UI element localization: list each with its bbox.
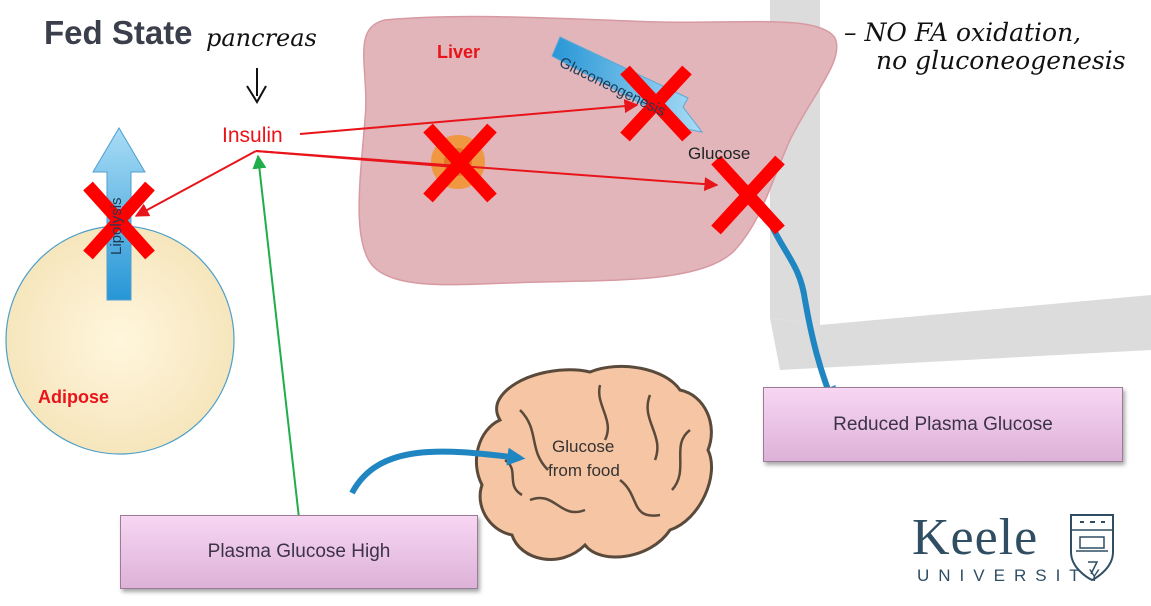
cross-lipolysis-icon <box>83 181 155 260</box>
keele-shield-icon <box>1070 514 1114 582</box>
slide-title: Fed State <box>44 14 193 51</box>
insulin-to-gluconeogenesis-arrow <box>299 99 639 135</box>
cross-gluconeogenesis-icon <box>620 65 692 142</box>
adipose-label: Adipose <box>38 387 110 407</box>
note-line-2: no gluconeogenesis <box>876 46 1126 75</box>
brain-glucose-label-1: Glucose <box>552 437 615 456</box>
liver-shape <box>358 15 838 286</box>
pancreas-annotation: pancreas <box>206 24 317 52</box>
glucose-label: Glucose <box>688 144 751 163</box>
reduced-plasma-glucose-box: Reduced Plasma Glucose <box>763 387 1123 462</box>
brain-shape <box>474 365 714 561</box>
glucose-to-insulin-arrow <box>252 154 300 519</box>
glucose-to-plasma-arrow <box>767 220 836 406</box>
cross-glucose-icon <box>711 155 785 235</box>
insulin-to-liver-cell-arrow <box>255 150 470 174</box>
brain-folds <box>504 384 691 517</box>
keele-logo-university: UNIVERSITY <box>917 566 1110 585</box>
background-band-diagonal <box>770 295 1151 370</box>
lipolysis-label: Lipolysis <box>108 197 125 255</box>
insulin-label: Insulin <box>222 124 283 147</box>
plasma-to-brain-arrow <box>349 447 526 495</box>
pancreas-arrow-head-icon <box>246 85 267 104</box>
cross-liver-cell-icon <box>423 123 497 203</box>
liver-label: Liver <box>437 42 481 62</box>
brain-glucose-label-2: from food <box>548 461 620 480</box>
insulin-to-lipolysis-arrow <box>134 150 257 217</box>
keele-logo-word: Keele <box>912 509 1039 566</box>
plasma-glucose-high-box: Plasma Glucose High <box>120 515 478 589</box>
note-line-1: – NO FA oxidation, <box>844 18 1082 47</box>
